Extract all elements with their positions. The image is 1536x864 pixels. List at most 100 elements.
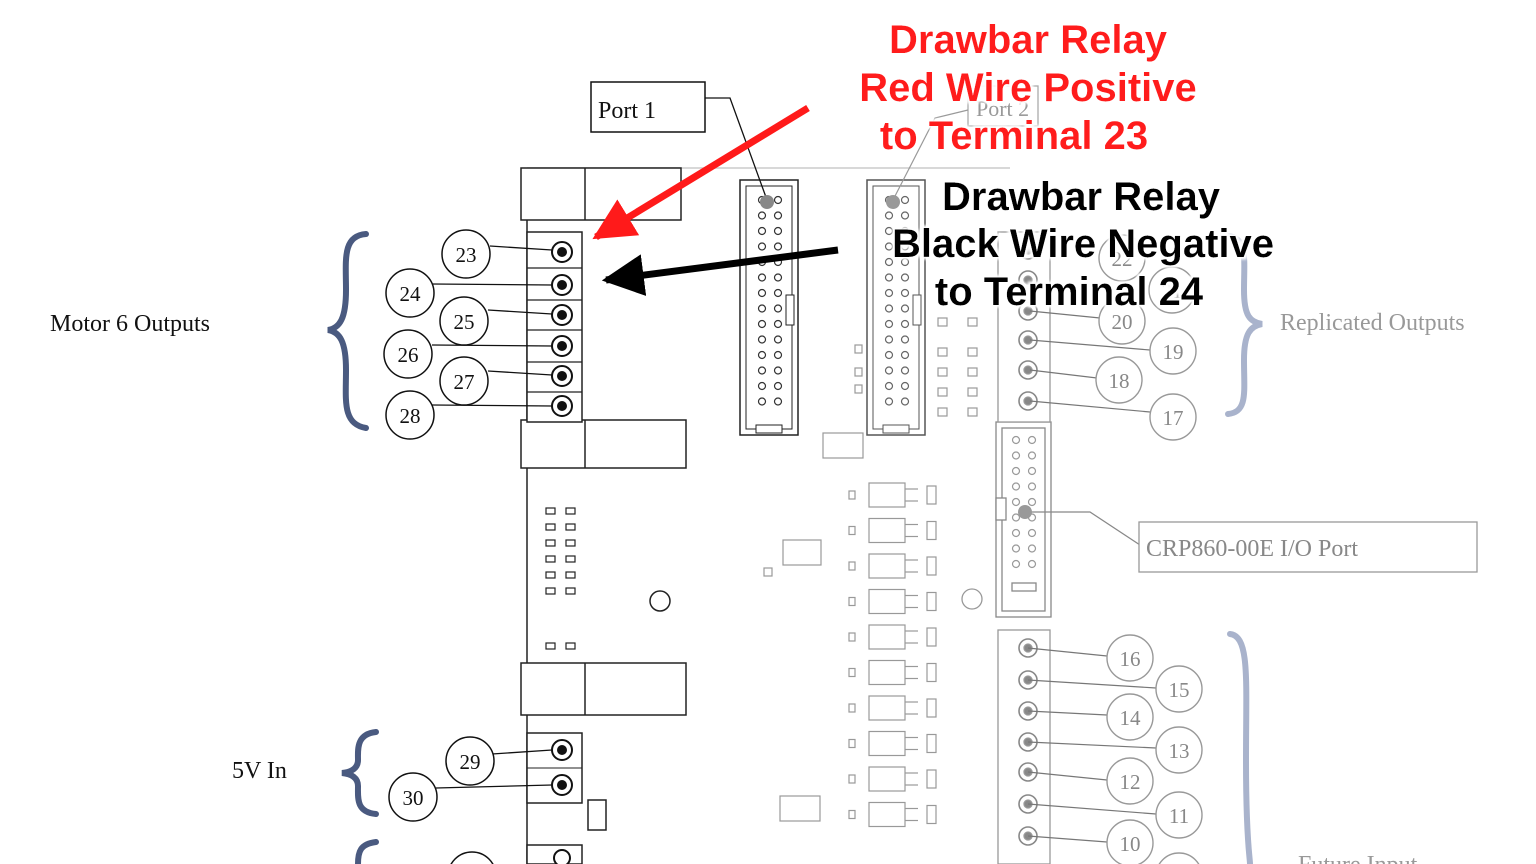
5v-in-label: 5V In	[232, 758, 287, 784]
svg-text:20: 20	[1112, 310, 1133, 334]
optocoupler-part	[926, 520, 937, 541]
svg-text:14: 14	[1120, 706, 1142, 730]
right-leaders	[1027, 310, 1157, 843]
header-pin	[884, 350, 894, 360]
port2-label-box	[886, 85, 1039, 209]
header-pin	[757, 211, 767, 220]
screw-terminal-center	[1023, 245, 1033, 255]
red-arrow	[592, 105, 810, 240]
svg-text:29: 29	[460, 750, 481, 774]
header-pin	[773, 397, 783, 406]
header-pin	[900, 226, 910, 236]
header-pin	[757, 335, 767, 344]
header-pin	[757, 319, 767, 329]
header-pin	[884, 226, 894, 236]
header-pin	[900, 335, 910, 344]
header-pin	[884, 242, 894, 251]
header-pin	[1027, 466, 1037, 476]
mounting-hole-right	[961, 588, 983, 610]
header-pin	[1011, 497, 1021, 507]
svg-text:21: 21	[1162, 279, 1183, 303]
terminal-18: 18	[1095, 356, 1143, 404]
terminal-partial-right	[1158, 852, 1200, 864]
svg-text:23: 23	[456, 243, 477, 267]
header-pin	[757, 288, 767, 298]
header-pin	[773, 273, 783, 282]
5v-terminal-block	[526, 732, 607, 864]
optocoupler-part	[868, 517, 906, 544]
header-pin	[1027, 482, 1037, 491]
header-pin	[900, 304, 910, 313]
black-callout-line1: Drawbar Relay	[942, 175, 1221, 219]
terminal-14: 14	[1106, 693, 1154, 741]
optocoupler-part	[868, 730, 906, 757]
header-pin	[1011, 544, 1021, 553]
terminal-17: 17	[1149, 393, 1197, 441]
optocoupler-part	[868, 482, 906, 508]
header-pin	[1027, 528, 1037, 538]
optocoupler-part	[868, 695, 906, 721]
optocoupler-part	[848, 774, 856, 784]
motor6-outputs-label: Motor 6 Outputs	[50, 311, 210, 337]
svg-text:24: 24	[400, 282, 422, 306]
terminal-21: 21	[1148, 266, 1196, 314]
header-pin	[773, 226, 783, 236]
header-pin	[773, 366, 783, 375]
terminal-22: 22	[1098, 234, 1146, 282]
header-pin	[773, 195, 783, 205]
header-pin	[884, 381, 894, 391]
header-pin	[757, 381, 767, 391]
header-pin	[900, 273, 910, 282]
black-callout-line2: Black Wire Negative	[892, 222, 1274, 266]
terminal-26: 26	[383, 329, 433, 379]
optocoupler-part	[848, 738, 856, 749]
header-pin	[884, 397, 894, 406]
mounting-hole	[649, 590, 671, 612]
terminal-13: 13	[1155, 726, 1203, 774]
optocoupler-part	[926, 733, 937, 754]
header-pin	[884, 304, 894, 313]
terminal-27: 27	[439, 356, 489, 406]
svg-text:25: 25	[454, 310, 475, 334]
terminal-15: 15	[1155, 665, 1203, 713]
terminal-30: 30	[388, 772, 438, 822]
optocoupler-part	[848, 667, 856, 678]
crp860-label: CRP860-00E I/O Port	[1146, 536, 1358, 562]
red-callout-line1: Drawbar Relay	[889, 18, 1168, 62]
terminal-23: 23	[441, 229, 491, 279]
optocoupler-part	[848, 525, 856, 536]
optocoupler-part	[848, 596, 856, 607]
header-pin	[757, 397, 767, 406]
svg-text:22: 22	[1112, 247, 1133, 271]
replicated-outputs-label: Replicated Outputs	[1280, 310, 1465, 336]
header-pin	[900, 288, 910, 298]
svg-text:18: 18	[1109, 369, 1130, 393]
header-pin	[900, 397, 910, 406]
svg-text:27: 27	[454, 370, 475, 394]
port1-header	[739, 179, 799, 436]
5v-lower-bracket	[355, 839, 379, 864]
header-pin	[900, 242, 910, 251]
black-arrow	[601, 246, 839, 296]
header-pin	[1027, 559, 1037, 569]
header-pin	[900, 257, 910, 267]
header-pin	[900, 366, 910, 375]
port2-header	[866, 179, 926, 436]
header-pin	[773, 211, 783, 220]
black-callout-line3: to Terminal 24	[935, 270, 1204, 314]
header-pin	[773, 350, 783, 360]
svg-text:16: 16	[1120, 647, 1141, 671]
future-input-label: Future Input	[1298, 852, 1418, 864]
header-pin	[884, 211, 894, 220]
header-pin	[1011, 466, 1021, 476]
header-pin	[773, 304, 783, 313]
motor6-bracket	[327, 231, 369, 431]
port2-label: Port 2	[976, 96, 1029, 121]
terminal-24: 24	[385, 268, 435, 318]
terminal-10: 10	[1106, 819, 1154, 864]
header-pin	[1027, 435, 1037, 445]
optocoupler-part	[926, 769, 937, 789]
optocoupler-part	[926, 556, 937, 576]
header-pin	[773, 288, 783, 298]
faded-components	[763, 317, 978, 822]
